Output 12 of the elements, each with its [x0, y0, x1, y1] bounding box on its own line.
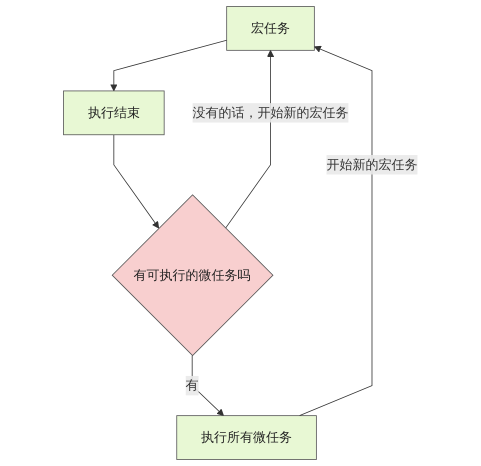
arrow — [192, 355, 224, 416]
arrow — [225, 50, 274, 229]
edge-label: 开始新的宏任务 — [326, 156, 418, 172]
node-box: 执行所有微任务 — [176, 415, 317, 460]
node-box: 执行结束 — [63, 90, 165, 136]
node-diamond: 有可执行的微任务吗 — [112, 194, 274, 356]
node-box: 宏任务 — [226, 6, 315, 51]
edge-label: 有 — [186, 377, 199, 393]
arrow — [110, 40, 228, 92]
arrow — [299, 46, 372, 416]
arrow — [113, 134, 160, 229]
edge-label: 没有的话，开始新的宏任务 — [192, 104, 348, 120]
